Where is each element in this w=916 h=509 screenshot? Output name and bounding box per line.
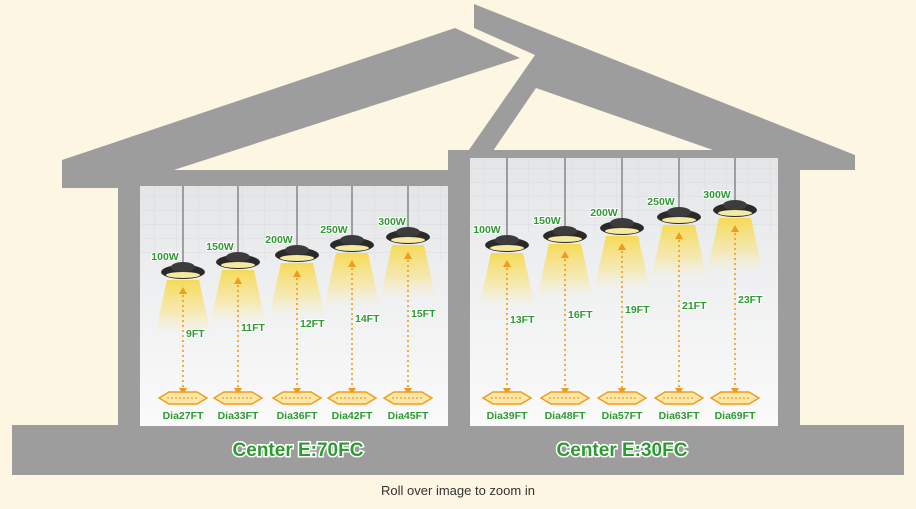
- arrow-up-icon: [234, 277, 242, 284]
- lamp-heatsink: [396, 227, 420, 237]
- lamp-heatsink: [723, 200, 747, 210]
- fixture-group: 100W 13FT Dia39FT: [472, 158, 536, 422]
- arrow-up-icon: [179, 287, 187, 294]
- diameter-label: Dia33FT: [218, 410, 259, 422]
- arrow-up-icon: [404, 252, 412, 259]
- diameter-label: Dia39FT: [487, 410, 528, 422]
- fixture-group: 150W 16FT Dia48FT: [532, 158, 594, 422]
- left-wall-outer: [118, 170, 140, 430]
- arrow-up-icon: [731, 225, 739, 232]
- building-frame: [12, 4, 904, 475]
- lamp-led-face: [605, 228, 639, 234]
- fixture-group: 250W 14FT Dia42FT: [319, 186, 381, 422]
- lamp-led-face: [391, 237, 425, 243]
- lamp-led-face: [718, 210, 752, 216]
- diameter-label: Dia63FT: [659, 410, 700, 422]
- fixture-group: 300W 15FT Dia45FT: [377, 186, 437, 422]
- lamp-heatsink: [495, 235, 519, 245]
- center-wall: [448, 150, 470, 430]
- arrow-up-icon: [293, 270, 301, 277]
- arrow-up-icon: [348, 260, 356, 267]
- diameter-label: Dia27FT: [163, 410, 204, 422]
- wattage-label: 300W: [703, 189, 731, 201]
- fixture-group: 200W 12FT Dia36FT: [264, 186, 326, 422]
- height-label: 14FT: [355, 313, 380, 325]
- center-label-right: Center E:30FC: [557, 440, 688, 461]
- right-ceiling-beam: [448, 150, 800, 158]
- wattage-label: 200W: [265, 234, 293, 246]
- diameter-label: Dia57FT: [602, 410, 643, 422]
- height-label: 15FT: [411, 308, 436, 320]
- lamp-heatsink: [610, 218, 634, 228]
- lamp-heatsink: [171, 262, 195, 272]
- lamp-led-face: [280, 255, 314, 261]
- wattage-label: 250W: [320, 224, 348, 236]
- lamp-led-face: [662, 217, 696, 223]
- wattage-label: 300W: [378, 216, 406, 228]
- lamp-heatsink: [340, 235, 364, 245]
- lamp-led-face: [221, 262, 255, 268]
- roof-left: [62, 28, 520, 188]
- height-label: 23FT: [738, 294, 763, 306]
- diameter-label: Dia45FT: [388, 410, 429, 422]
- height-label: 11FT: [241, 322, 266, 334]
- arrow-up-icon: [618, 243, 626, 250]
- arrow-up-icon: [675, 232, 683, 239]
- lamp-heatsink: [285, 245, 309, 255]
- left-ceiling-beam: [118, 170, 470, 186]
- wattage-label: 100W: [151, 251, 179, 263]
- lamp-led-face: [548, 236, 582, 242]
- wattage-label: 200W: [590, 207, 618, 219]
- roof-right: [455, 4, 855, 170]
- wattage-label: 150W: [533, 215, 561, 227]
- height-label: 9FT: [186, 328, 205, 340]
- wattage-label: 250W: [647, 196, 675, 208]
- height-label: 16FT: [568, 309, 593, 321]
- fixture-group: 250W 21FT Dia63FT: [646, 158, 708, 422]
- lamp-led-face: [335, 245, 369, 251]
- floor-slab: [12, 425, 904, 475]
- wattage-label: 100W: [473, 224, 501, 236]
- height-label: 12FT: [300, 318, 325, 330]
- lamp-led-face: [166, 272, 200, 278]
- fixture-group: 300W 23FT Dia69FT: [702, 158, 764, 422]
- lamp-heatsink: [553, 226, 577, 236]
- height-label: 21FT: [682, 300, 707, 312]
- diameter-label: Dia48FT: [545, 410, 586, 422]
- height-label: 19FT: [625, 304, 650, 316]
- lamp-heatsink: [667, 207, 691, 217]
- center-label-left: Center E:70FC: [233, 440, 364, 461]
- wattage-label: 150W: [206, 241, 234, 253]
- lamp-heatsink: [226, 252, 250, 262]
- right-wall-outer: [778, 150, 800, 430]
- height-label: 13FT: [510, 314, 535, 326]
- lamp-led-face: [490, 245, 524, 251]
- fixture-group: 150W 11FT Dia33FT: [205, 186, 267, 422]
- diameter-label: Dia42FT: [332, 410, 373, 422]
- fixture-group: 200W 19FT Dia57FT: [589, 158, 651, 422]
- diameter-label: Dia36FT: [277, 410, 318, 422]
- fixture-group: 100W 9FT Dia27FT: [150, 186, 211, 422]
- arrow-up-icon: [561, 251, 569, 258]
- diameter-label: Dia69FT: [715, 410, 756, 422]
- arrow-up-icon: [503, 260, 511, 267]
- zoom-caption: Roll over image to zoom in: [381, 483, 535, 498]
